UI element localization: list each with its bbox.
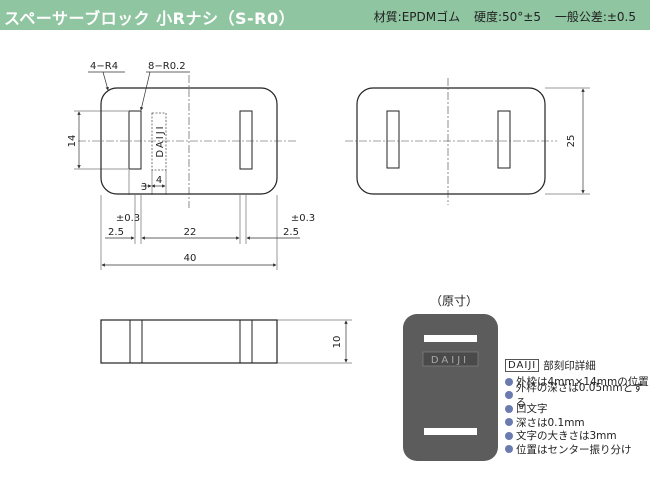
slot-radius-label: 8−R0.2 (148, 61, 186, 72)
dim-40: 40 (184, 253, 197, 264)
front-view: DAIJI 4−R4 8−R0.2 14 3 4 ±0.3 ±0.3 (67, 61, 315, 270)
right-slot (239, 110, 253, 170)
notes-heading-text: 部刻印詳細 (543, 360, 596, 372)
bullet-icon (505, 404, 513, 413)
material-spec: 材質:EPDMゴム (373, 10, 461, 24)
note-text: 外枠は4mm×14mmの位置 (516, 376, 649, 389)
dim-2-5-left: 2.5 (108, 227, 124, 238)
dim-pm03-right: ±0.3 (291, 213, 315, 224)
actual-part-body (403, 314, 498, 461)
note-text: 位置はセンター振り分け (516, 443, 632, 456)
dim-10: 10 (332, 336, 343, 349)
note-text: 外枠の深さは0.05mmとする (515, 382, 644, 410)
spec-line: 材質:EPDMゴム 硬度:50°±5 一般公差:±0.5 (364, 8, 636, 25)
actual-size-part: DAIJI (403, 314, 498, 461)
dim-14: 14 (67, 135, 78, 148)
list-item: 位置はセンター振り分け (505, 443, 650, 457)
left-slot (128, 110, 142, 170)
actual-engrave-text: DAIJI (431, 355, 469, 366)
bullet-icon (505, 431, 513, 440)
note-text: 文字の大きさは3mm (516, 430, 617, 443)
list-item: 文字の大きさは3mm (505, 429, 650, 443)
leader-line (102, 71, 109, 91)
dim-22: 22 (184, 227, 197, 238)
corner-radius-label: 4−R4 (90, 61, 118, 72)
bullet-icon (505, 445, 513, 454)
leader-line (139, 71, 151, 111)
actual-size-label: （原寸） (430, 294, 479, 308)
engrave-frame (151, 112, 167, 171)
title-bar: スペーサーブロック 小Rナシ（S-R0） 材質:EPDMゴム 硬度:50°±5 … (0, 0, 650, 30)
tolerance-spec: 一般公差:±0.5 (554, 10, 636, 24)
bullet-icon (505, 377, 513, 386)
engrave-text: DAIJI (155, 124, 166, 157)
actual-top-slot (424, 335, 477, 342)
list-item: 深さは0.1mm (505, 416, 650, 430)
hardness-spec: 硬度:50°±5 (473, 10, 541, 24)
list-item: 外枠の深さは0.05mmとする (505, 382, 650, 409)
back-right-slot (497, 110, 511, 169)
bullet-icon (505, 418, 513, 427)
actual-engrave-frame (422, 351, 479, 367)
bullet-icon (505, 391, 513, 400)
page-title: スペーサーブロック 小Rナシ（S-R0） (4, 9, 296, 28)
dim-4: 4 (156, 175, 162, 186)
engraving-notes: DAIJI 部刻印詳細 外枠は4mm×14mmの位置 外枠の深さは0.05mmと… (505, 358, 650, 456)
dim-2-5-right: 2.5 (283, 227, 299, 238)
note-text: 深さは0.1mm (516, 416, 585, 429)
notes-heading: DAIJI 部刻印詳細 (505, 358, 650, 373)
notes-box-label: DAIJI (505, 359, 540, 372)
dim-3: 3 (141, 182, 147, 193)
side-view: 10 (100, 319, 352, 364)
list-item: 外枠は4mm×14mmの位置 (505, 375, 650, 389)
actual-bottom-slot (424, 428, 477, 435)
note-text: 凹文字 (516, 403, 548, 416)
list-item: 凹文字 (505, 402, 650, 416)
dim-25-height: 25 (566, 135, 577, 148)
back-left-slot (386, 110, 400, 169)
back-view: 25 (345, 78, 590, 205)
side-outline (100, 319, 278, 364)
dim-pm03-left: ±0.3 (116, 213, 140, 224)
